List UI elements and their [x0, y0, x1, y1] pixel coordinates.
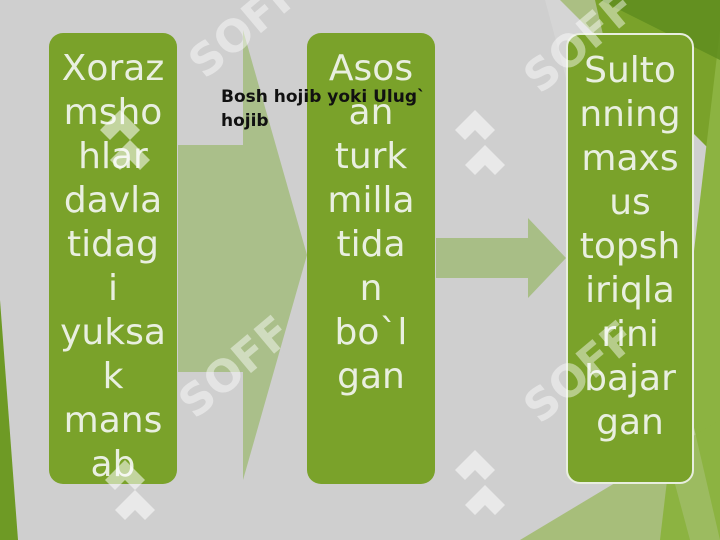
box2-line: an [348, 92, 394, 133]
box1-line: tidag [67, 224, 159, 265]
logo-mark-icon [455, 110, 505, 175]
watermark-text: SOFF [514, 0, 646, 103]
box2-line: n [359, 268, 383, 309]
box2-line: gan [337, 356, 405, 397]
box2-line: tida [336, 224, 406, 265]
flow-box-2: Asos an turk milla tida n bo`l gan [307, 33, 435, 484]
left-green-strip [0, 300, 18, 540]
box1-line: k [102, 356, 124, 397]
flow-box-1: Xoraz msho hlar davla tidag i yuksa k ma… [49, 33, 177, 484]
box1-line: i [107, 268, 118, 309]
box3-line: rini [601, 314, 659, 355]
arrow-1 [178, 30, 307, 480]
logo-mark-icon [100, 110, 150, 170]
watermark-text: SOFF [514, 311, 646, 433]
watermark-text: SOFF [179, 0, 311, 88]
box3-line: maxs [581, 138, 679, 179]
logo-mark-icon [105, 460, 155, 520]
box3-line: nning [579, 94, 681, 135]
box1-line: Xoraz [61, 48, 165, 89]
box2-line: milla [327, 180, 415, 221]
logo-mark-icon [455, 450, 505, 515]
box1-line: davla [63, 180, 163, 221]
flow-box-3: Sulto nning maxs us topsh iriqla rini ba… [566, 33, 694, 484]
watermark: SOFF [514, 311, 646, 433]
box3-line: iriqla [585, 270, 675, 311]
arrow-2 [436, 218, 566, 298]
watermark: SOFF [169, 306, 301, 428]
box3-line: us [609, 182, 651, 223]
box1-line: mans [63, 400, 163, 441]
watermark: SOFF [514, 0, 646, 103]
box3-line: topsh [579, 226, 681, 267]
box3-line: Sulto [584, 50, 676, 91]
watermark: SOFF [179, 0, 311, 88]
caption-text: Bosh hojib yoki Ulug` hojib [221, 87, 426, 131]
box3-line: gan [596, 402, 664, 443]
box2-line: bo`l [334, 312, 408, 353]
box1-line: yuksa [60, 312, 166, 353]
watermark-text: SOFF [169, 306, 301, 428]
box2-line: turk [334, 136, 408, 177]
box2-line: Asos [328, 48, 414, 89]
box3-line: bajar [584, 358, 676, 399]
